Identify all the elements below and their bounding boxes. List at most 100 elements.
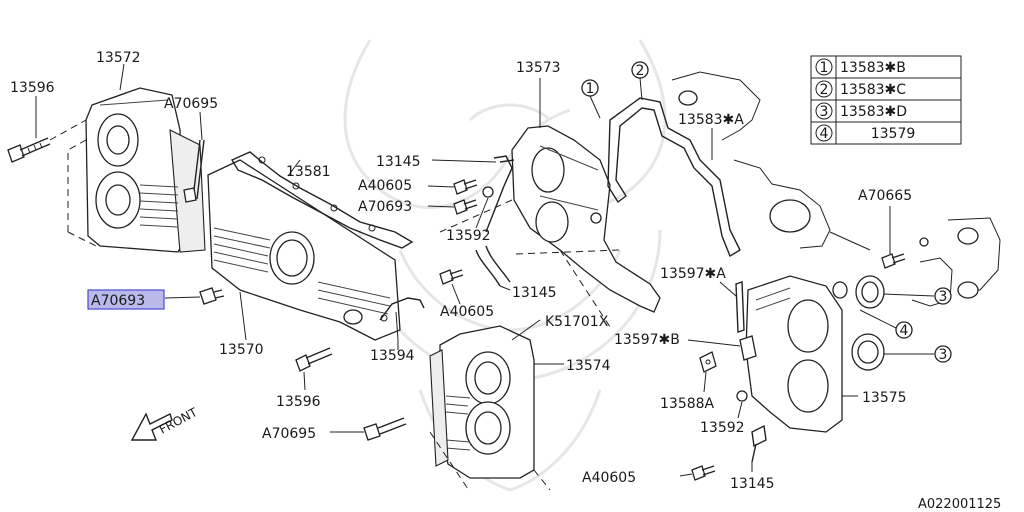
part-13594-bracket [379,297,425,341]
part-13145-pipe-bottom [751,424,767,463]
legend-part-2[interactable]: 13583✱C [840,82,906,98]
callout-2-text: 2 [636,63,645,79]
leader-callout2 [639,77,643,101]
engine-outline [671,71,1001,307]
part-seal-3b [851,333,885,371]
leader-13597B [687,339,741,347]
legend-table: 1 13583✱B 2 13583✱C 3 13583✱D 4 13579 [810,55,962,145]
label-13573[interactable]: 13573 [516,60,561,76]
part-13570-inner-cover [207,159,401,341]
leader-A70693-mid [427,205,455,208]
callout-1-circle[interactable]: 1 [581,79,599,97]
part-13573-center-plate [511,125,661,313]
label-13594[interactable]: 13594 [370,348,415,364]
bolt-A70695-bottom [363,417,407,441]
leader-13588A [703,371,707,393]
leader-A70695-top [199,111,203,141]
leader-13581 [287,159,301,177]
label-13588A[interactable]: 13588A [660,396,715,412]
label-13145-bottom[interactable]: 13145 [730,476,775,492]
leader-A40605-mid [451,283,461,305]
leader-13596-bottom [303,371,306,391]
front-label: FRONT [157,405,200,437]
label-13592-bottom[interactable]: 13592 [700,420,745,436]
label-13597B[interactable]: 13597✱B [614,332,680,348]
label-13572[interactable]: 13572 [96,50,141,66]
part-13145-hose-mid [475,245,511,287]
label-A40605-mid[interactable]: A40605 [440,304,494,320]
part-13574-front-cover [429,325,535,479]
label-13596-bottom[interactable]: 13596 [276,394,321,410]
label-13596-top[interactable]: 13596 [10,80,55,96]
part-13145-pipe-top [485,155,515,233]
dash-center-c [559,249,613,331]
label-A70695-top[interactable]: A70695 [164,96,218,112]
callout-4-circle[interactable]: 4 [895,321,913,339]
bolt-A70693-selected [199,287,225,305]
label-13597A[interactable]: 13597✱A [660,266,726,282]
leader-A40605-top [427,185,455,188]
legend-num-2: 2 [820,82,829,98]
label-A70665[interactable]: A70665 [858,188,912,204]
diagram-code: A022001125 [918,497,1001,512]
label-13145-top[interactable]: 13145 [376,154,421,170]
legend-part-1[interactable]: 13583✱B [840,60,906,76]
leader-A40605-bottom [679,473,693,477]
label-A70695-bottom[interactable]: A70695 [262,426,316,442]
leader-13570 [239,291,247,341]
leader-13572 [119,63,125,91]
bolt-A70693-mid [453,199,478,215]
callout-3a-circle[interactable]: 3 [934,287,952,305]
label-13583A[interactable]: 13583✱A [678,112,744,128]
part-seal-3a [832,275,885,309]
label-A70693-selected[interactable]: A70693 [91,293,145,309]
callout-1-text: 1 [586,81,595,97]
part-13588A-plate [699,351,717,373]
label-A40605-top[interactable]: A40605 [358,178,412,194]
part-13583A-gasket [607,97,741,258]
dash-center-b [515,249,621,255]
legend-part-4[interactable]: 13579 [871,126,916,142]
dash-13572-c [67,231,97,247]
leader-K51701X [511,319,541,341]
legend-num-1: 1 [820,60,829,76]
washer-13592-bottom [736,390,748,402]
callout-4-text: 4 [900,323,909,339]
callout-3b-circle[interactable]: 3 [934,345,952,363]
dash-13574-b [533,469,551,491]
legend-part-3[interactable]: 13583✱D [840,104,907,120]
label-A70693-mid[interactable]: A70693 [358,199,412,215]
label-13574[interactable]: 13574 [566,358,611,374]
label-13570[interactable]: 13570 [219,342,264,358]
callout-3b-text: 3 [939,347,948,363]
leader-callout1 [589,95,601,119]
bolt-A40605-mid-top [453,179,478,195]
label-13592-mid[interactable]: 13592 [446,228,491,244]
label-13145-mid[interactable]: 13145 [512,285,557,301]
callout-2-circle[interactable]: 2 [631,61,649,79]
front-arrow-icon [130,412,173,441]
selected-part-highlight[interactable] [87,289,165,310]
part-13575-rear-cover [745,275,843,433]
bolt-A40605-mid-low [439,269,464,285]
bolt-13596-top [7,137,51,163]
dash-13572-a [49,119,87,141]
label-13581[interactable]: 13581 [286,164,331,180]
callout-3a-text: 3 [939,289,948,305]
part-13581-gasket [230,151,414,249]
leader-callout3a [883,293,935,297]
part-13572-outer-cover [85,87,206,253]
dash-center-a [439,199,513,233]
leader-13145-top [431,159,497,163]
label-13575[interactable]: 13575 [862,390,907,406]
label-A40605-bottom[interactable]: A40605 [582,470,636,486]
bolt-A40605-bottom [691,465,716,481]
label-K51701X[interactable]: K51701X [545,314,609,330]
dash-13572-b [67,139,87,232]
dash-13574-a [429,431,471,493]
leader-13592-mid [475,197,489,229]
leader-callout4 [859,309,897,329]
part-13597A-sensor [735,281,745,333]
bolt-A70665 [881,237,929,269]
